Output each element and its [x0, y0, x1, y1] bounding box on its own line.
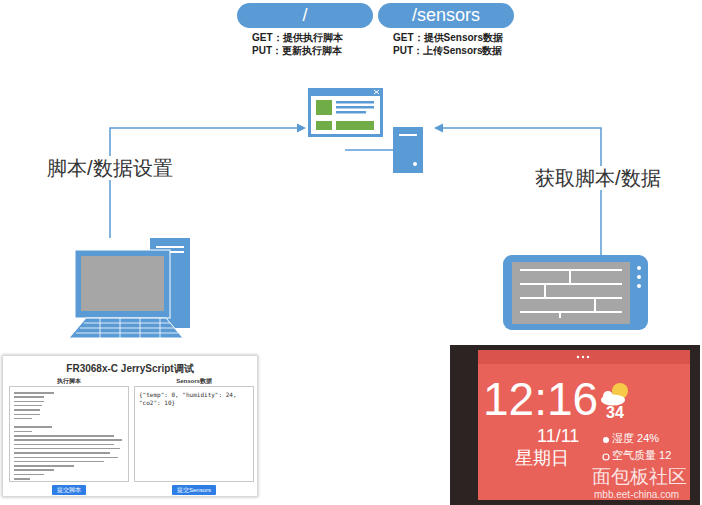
arrow-head: [297, 124, 306, 133]
method-note: PUT：上传Sensors数据: [393, 45, 502, 57]
computer-icon: [156, 246, 184, 248]
tablet-icon: [503, 255, 648, 330]
watermark: 面包板社区: [592, 466, 687, 488]
script-textarea: 执行脚本: [9, 386, 129, 482]
code-line: [14, 392, 54, 394]
display-photo: [577, 356, 579, 358]
weekday: 星期日: [515, 449, 569, 467]
code-line: [14, 465, 74, 467]
web-page-icon: [308, 88, 383, 137]
tablet-icon: [637, 266, 641, 270]
air-quality: 空气质量 12: [612, 450, 671, 461]
tablet-icon: [512, 262, 630, 324]
sensor-json: {"temp": 0, "humidity": 24, "co2": 10}: [139, 391, 249, 407]
web-page-icon: [316, 100, 332, 115]
sensors-textarea: Sensors数据{"temp": 0, "humidity": 24, "co…: [134, 386, 254, 482]
web-page-icon: [316, 121, 332, 130]
method-note: GET：提供Sensors数据: [393, 32, 503, 44]
button-label: 提交Sensors: [177, 486, 211, 494]
button-label: 提交脚本: [57, 486, 81, 494]
computer-icon: [76, 318, 178, 338]
display-photo: [587, 356, 589, 358]
temperature: 34: [606, 405, 624, 421]
debug-page-screenshot: FR3068x-C JerryScript调试执行脚本Sensors数据{"te…: [2, 355, 258, 497]
display-photo: [450, 345, 700, 505]
clock-time: 12:16: [483, 376, 598, 422]
computer-icon: [69, 318, 183, 338]
tablet-icon: [637, 275, 641, 279]
display-photo: [450, 345, 700, 505]
method-note: GET：提供执行脚本: [252, 32, 343, 44]
endpoint-pill: /GET：提供执行脚本PUT：更新执行脚本: [237, 3, 373, 28]
tablet-icon: [520, 270, 622, 318]
code-line: [14, 418, 32, 420]
code-line: [14, 478, 30, 480]
code-line: [14, 396, 44, 398]
page-title: FR3068x-C JerryScript调试: [3, 362, 257, 375]
arrow-head: [434, 124, 443, 133]
display-photo: [478, 350, 690, 364]
code-line: [14, 448, 120, 450]
tablet-icon: [637, 284, 641, 288]
code-line: [14, 439, 122, 441]
endpoint-path: /sensors: [378, 3, 514, 28]
code-line: [14, 435, 114, 437]
flow-label: 获取脚本/数据: [533, 166, 663, 190]
computer-icon: [75, 250, 170, 318]
code-line: [14, 414, 40, 416]
code-line: [14, 401, 44, 403]
web-page-icon: [308, 88, 383, 137]
field-heading: Sensors数据: [135, 377, 253, 385]
humidity: 湿度 24%: [612, 433, 659, 444]
display-photo: [478, 350, 690, 500]
submit-button: 提交Sensors: [172, 485, 216, 495]
display-photo: [603, 391, 613, 401]
submit-button: 提交脚本: [52, 485, 86, 495]
code-line: [14, 431, 32, 433]
code-line: [14, 409, 40, 411]
code-line: [14, 444, 114, 446]
code-line: [14, 461, 104, 463]
web-page-icon: [336, 101, 374, 104]
flow-arrow: [443, 128, 601, 256]
endpoint-path: /: [237, 3, 373, 28]
code-line: [14, 469, 54, 471]
code-line: [14, 452, 110, 454]
code-line: [14, 457, 118, 459]
display-photo: [603, 437, 609, 443]
code-line: [14, 474, 44, 476]
flow-arrow: [110, 128, 601, 256]
flow-label: 脚本/数据设置: [45, 156, 175, 180]
link-line: [345, 149, 393, 151]
display-photo: [603, 454, 609, 460]
display-photo: [582, 356, 584, 358]
server-icon: [413, 162, 417, 166]
tablet-icon: [503, 255, 648, 330]
web-page-icon: [336, 121, 374, 130]
computer-icon: [69, 238, 190, 338]
computer-icon: [81, 256, 164, 311]
date: 11/11: [537, 427, 579, 445]
code-line: [14, 405, 42, 407]
server-icon: [399, 134, 417, 136]
endpoint-pill: /sensorsGET：提供Sensors数据PUT：上传Sensors数据: [378, 3, 514, 28]
field-heading: 执行脚本: [10, 377, 128, 385]
code-line: [14, 426, 52, 428]
web-page-icon: [336, 106, 374, 109]
server-icon: [393, 127, 423, 173]
web-page-icon: [311, 96, 380, 134]
flow-arrow: [110, 128, 297, 238]
web-page-icon: [336, 111, 366, 114]
watermark: mbb.eet-china.com: [594, 489, 679, 501]
method-note: PUT：更新执行脚本: [252, 45, 342, 57]
server-icon: [393, 127, 423, 173]
web-page-icon: [374, 90, 379, 94]
